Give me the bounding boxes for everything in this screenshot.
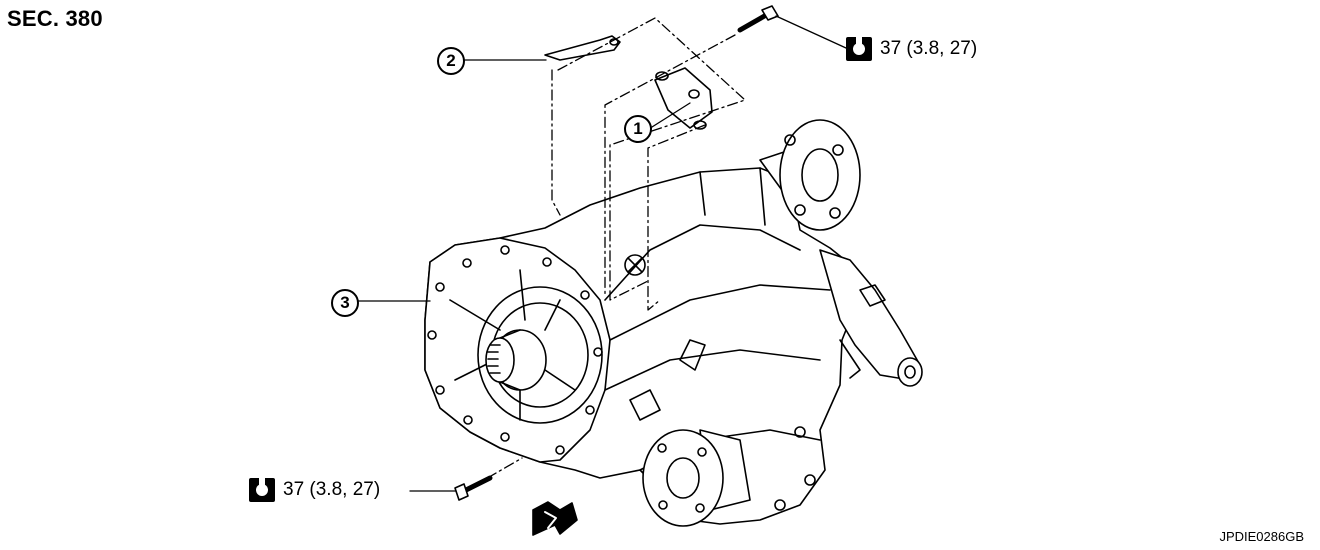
flange-bolt-holes	[427, 245, 603, 455]
reference-code: JPDIE0286GB	[1219, 529, 1304, 544]
rear-output-flange	[759, 119, 861, 231]
assembly-lines	[469, 17, 746, 489]
transfer-case-housing	[424, 119, 923, 527]
part-2-clip	[544, 35, 621, 61]
torque-value: 37 (3.8, 27)	[880, 38, 978, 59]
callout-2: 2	[437, 47, 465, 75]
front-direction-arrow-icon	[532, 501, 578, 536]
leader-lines	[357, 15, 847, 492]
part-1-bracket	[654, 67, 713, 130]
torque-spec-top: 37 (3.8, 27)	[846, 37, 977, 61]
mounting-bolt-bottom	[454, 475, 493, 501]
torque-value: 37 (3.8, 27)	[283, 479, 381, 500]
mounting-bolt-top	[737, 5, 779, 33]
front-output-flange	[642, 429, 751, 527]
input-shaft	[477, 286, 603, 424]
actuator-motor	[819, 249, 923, 387]
torque-wrench-icon	[249, 478, 275, 502]
torque-wrench-icon	[846, 37, 872, 61]
torque-spec-bottom: 37 (3.8, 27)	[249, 478, 380, 502]
speed-sensor	[624, 254, 646, 276]
callout-3: 3	[331, 289, 359, 317]
section-title: SEC. 380	[7, 6, 103, 31]
callout-1: 1	[624, 115, 652, 143]
